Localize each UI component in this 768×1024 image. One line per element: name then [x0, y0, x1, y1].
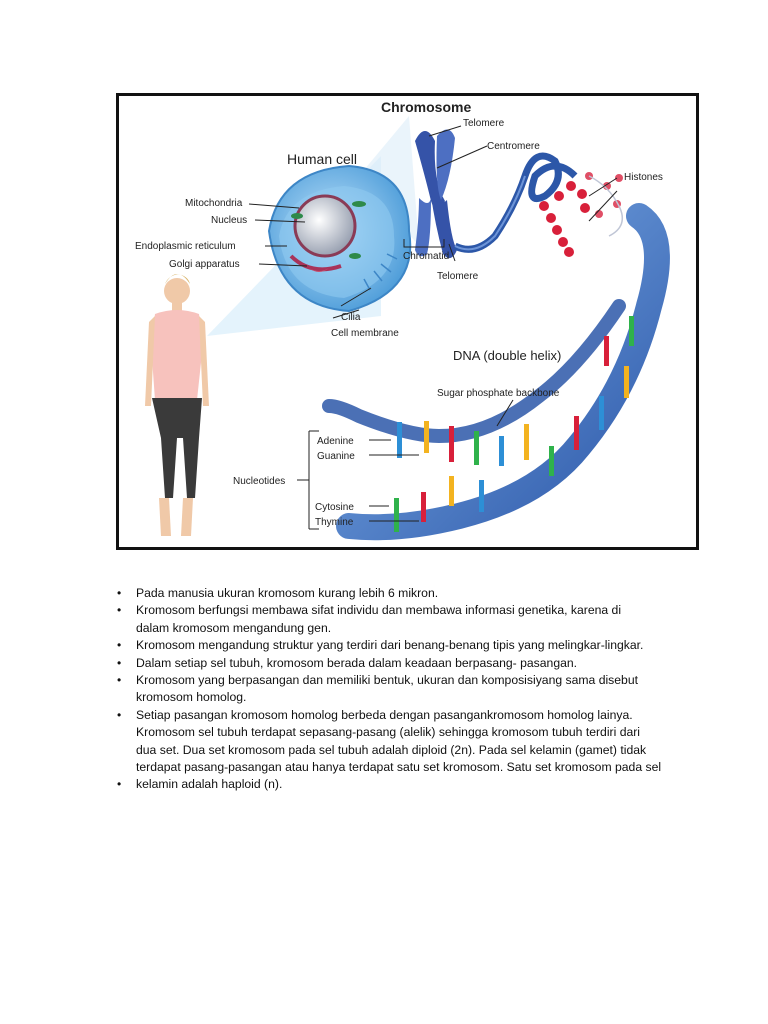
label-golgi-apparatus: Golgi apparatus: [169, 259, 240, 270]
dna-helix: [322, 203, 670, 541]
label-telomere-bottom: Telomere: [437, 271, 479, 282]
bullet-icon: •: [117, 603, 122, 618]
histones: [539, 172, 624, 257]
list-item: •kelamin adalah haploid (n).: [113, 776, 703, 793]
label-guanine: Guanine: [317, 451, 355, 462]
label-cilia: Cilia: [341, 312, 361, 323]
base-pairs: [394, 316, 634, 532]
label-mitochondria: Mitochondria: [185, 198, 243, 209]
chromosome: [415, 129, 578, 259]
label-adenine: Adenine: [317, 436, 354, 447]
label-chromosome: Chromosome: [381, 99, 471, 115]
label-telomere-top: Telomere: [463, 118, 505, 129]
label-cytosine: Cytosine: [315, 502, 354, 513]
bullet-icon: •: [117, 777, 122, 792]
list-item: •Dalam setiap sel tubuh, kromosom berada…: [113, 655, 703, 672]
bullet-icon: •: [117, 673, 122, 688]
bullet-icon: •: [117, 586, 122, 600]
list-item-continuation: terdapat pasang-pasangan atau hanya terd…: [136, 760, 662, 775]
leader-lines: [248, 125, 618, 530]
list-item: •Pada manusia ukuran kromosom kurang leb…: [113, 585, 703, 602]
label-endoplasmic-reticulum: Endoplasmic reticulum: [135, 241, 236, 252]
list-item-continuation: kromosom homolog.: [136, 690, 247, 705]
bullet-list: •Pada manusia ukuran kromosom kurang leb…: [113, 585, 703, 794]
label-histones: Histones: [624, 172, 663, 183]
list-item: •Kromosom berfungsi membawa sifat indivi…: [113, 602, 703, 619]
list-item: •Kromosom yang berpasangan dan memiliki …: [113, 672, 703, 689]
bullet-icon: •: [117, 707, 122, 722]
label-centromere: Centromere: [487, 141, 540, 152]
list-item-continuation: Kromosom sel tubuh terdapat sepasang-pas…: [136, 725, 641, 740]
list-item-continuation: dua set. Dua set kromosom pada sel tubuh…: [136, 742, 647, 757]
label-chromatid: Chromatid: [403, 251, 449, 262]
list-item: •Kromosom mengandung struktur yang terdi…: [113, 637, 703, 654]
chromosome-figure: Chromosome Human cell Telomere Centromer…: [116, 93, 699, 550]
list-item-continuation: dalam kromosom mengandung gen.: [136, 620, 332, 635]
label-dna: DNA (double helix): [453, 348, 561, 363]
human-figure: [145, 274, 209, 536]
label-nucleus: Nucleus: [211, 215, 247, 226]
chromosome-illustration: Chromosome Human cell Telomere Centromer…: [135, 99, 670, 541]
label-backbone: Sugar phosphate backbone: [437, 388, 560, 399]
bullet-icon: •: [117, 655, 122, 670]
label-nucleotides: Nucleotides: [233, 476, 285, 487]
list-item: •Setiap pasangan kromosom homolog berbed…: [113, 707, 703, 724]
human-cell: [267, 164, 412, 313]
bullet-icon: •: [117, 638, 122, 653]
label-thymine: Thymine: [315, 517, 354, 528]
label-cell-membrane: Cell membrane: [331, 328, 399, 339]
label-human-cell: Human cell: [287, 151, 357, 167]
